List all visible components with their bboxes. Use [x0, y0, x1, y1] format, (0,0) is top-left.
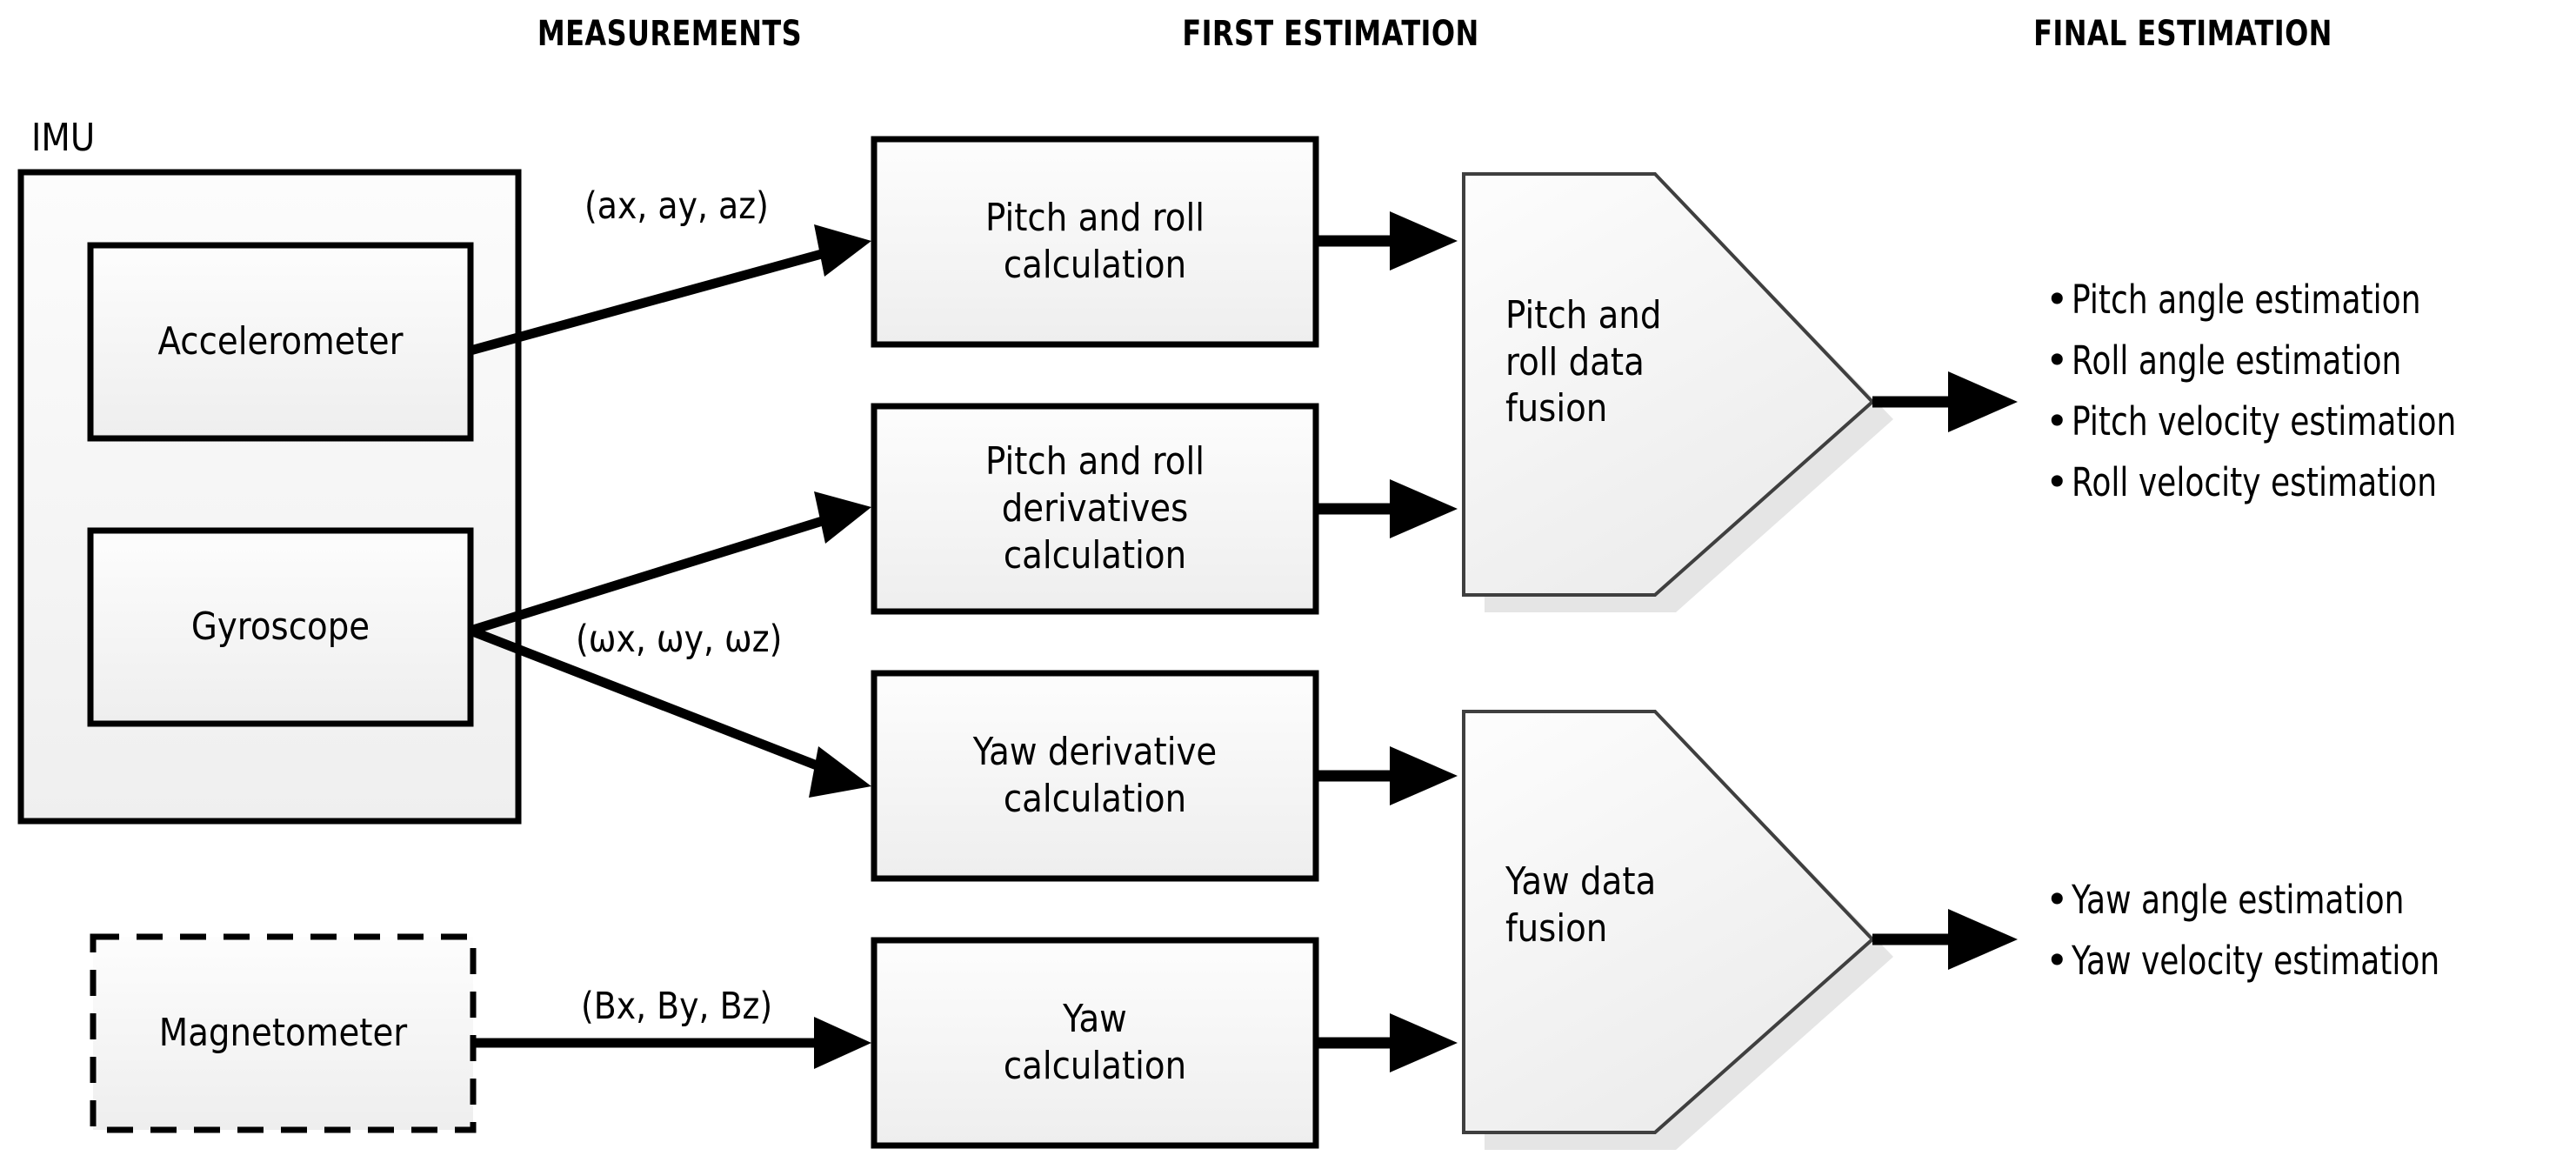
fusion-line-2: roll data — [1505, 339, 1645, 384]
arrow-derivatives-to-fusion — [1316, 479, 1458, 538]
accelerometer-label: Accelerometer — [157, 319, 404, 364]
output-label: Pitch angle estimation — [2072, 277, 2421, 323]
fusion-line-1: Yaw data — [1505, 859, 1657, 904]
yaw-derivative-calculation-label: Yaw derivative calculation — [900, 673, 1289, 878]
magnetometer-box[interactable] — [90, 933, 477, 1133]
arrow-gyroscope-to-derivatives — [469, 491, 871, 636]
block-line-1: Yaw derivative — [972, 730, 1218, 775]
column-header-first-estimation: FIRST ESTIMATION — [1182, 14, 1479, 54]
block-line-3: calculation — [1003, 532, 1187, 578]
output-label: Yaw velocity estimation — [2072, 938, 2440, 984]
block-line-2: calculation — [1003, 1044, 1187, 1088]
list-item: • Yaw angle estimation — [2045, 880, 2567, 919]
signal-label-accelerometer: (ax, ay, az) — [584, 184, 769, 228]
attitude-output-list: • Pitch angle estimation • Roll angle es… — [2045, 280, 2567, 502]
yaw-calculation-label: Yaw calculation — [900, 940, 1289, 1146]
arrow-gyroscope-to-yaw-derivative — [469, 625, 871, 798]
block-line-2: derivatives — [1001, 486, 1189, 531]
list-item: • Roll angle estimation — [2045, 341, 2567, 380]
yaw-output-list: • Yaw angle estimation • Yaw velocity es… — [2045, 880, 2567, 980]
magnetometer-label: Magnetometer — [158, 1011, 408, 1056]
signal-label-gyroscope: (ωx, ωy, ωz) — [576, 618, 783, 661]
yaw-fusion-label: Yaw data fusion — [1505, 858, 1758, 1024]
arrow-magnetometer-to-yaw-calculation — [475, 1017, 871, 1069]
output-label: Yaw angle estimation — [2072, 877, 2405, 923]
output-label: Pitch velocity estimation — [2072, 398, 2457, 444]
column-header-measurements: MEASUREMENTS — [537, 14, 803, 54]
block-line-2: calculation — [1003, 777, 1187, 821]
pitch-roll-fusion-label: Pitch and roll data fusion — [1505, 292, 1758, 518]
pitch-roll-calculation-label: Pitch and roll calculation — [900, 139, 1289, 344]
yaw-fusion-shape[interactable] — [1462, 710, 1875, 1134]
pitch-roll-derivatives-label: Pitch and roll derivatives calculation — [900, 406, 1289, 611]
bullet-icon: • — [2045, 277, 2069, 323]
bullet-icon: • — [2045, 459, 2069, 505]
list-item: • Pitch angle estimation — [2045, 280, 2567, 319]
arrow-accelerometer-to-pitch-roll — [469, 224, 871, 356]
bullet-icon: • — [2045, 398, 2069, 444]
block-line-2: calculation — [1003, 243, 1187, 287]
arrow-yaw-calc-to-fusion — [1316, 1013, 1458, 1072]
pitch-roll-fusion-shape[interactable] — [1462, 172, 1875, 597]
list-item: • Pitch velocity estimation — [2045, 402, 2567, 441]
arrow-fusion-to-attitude-outputs — [1872, 371, 2018, 432]
arrow-fusion-to-yaw-outputs — [1872, 909, 2018, 970]
block-line-1: Pitch and roll — [984, 196, 1205, 241]
block-line-1: Yaw — [1063, 997, 1127, 1042]
accelerometer-box[interactable] — [87, 242, 474, 442]
output-label: Roll angle estimation — [2072, 337, 2402, 384]
fusion-line-3: fusion — [1505, 386, 1608, 431]
fusion-line-1: Pitch and — [1505, 293, 1662, 337]
yaw-derivative-calculation-box[interactable] — [871, 670, 1319, 882]
arrow-yaw-derivative-to-fusion — [1316, 746, 1458, 805]
fusion-line-2: fusion — [1505, 905, 1608, 951]
gyroscope-box[interactable] — [87, 527, 474, 727]
list-item: • Yaw velocity estimation — [2045, 941, 2567, 980]
bullet-icon: • — [2045, 938, 2069, 984]
bullet-icon: • — [2045, 877, 2069, 923]
imu-label: IMU — [31, 116, 96, 160]
pitch-roll-calculation-box[interactable] — [871, 136, 1319, 348]
gyroscope-label: Gyroscope — [190, 605, 370, 650]
column-header-final-estimation: FINAL ESTIMATION — [2033, 14, 2332, 54]
output-label: Roll velocity estimation — [2072, 459, 2438, 505]
signal-label-magnetometer: (Bx, By, Bz) — [581, 985, 773, 1028]
bullet-icon: • — [2045, 337, 2069, 384]
list-item: • Roll velocity estimation — [2045, 463, 2567, 502]
arrow-pitch-roll-calc-to-fusion — [1316, 211, 1458, 271]
block-line-1: Pitch and roll — [984, 439, 1205, 484]
